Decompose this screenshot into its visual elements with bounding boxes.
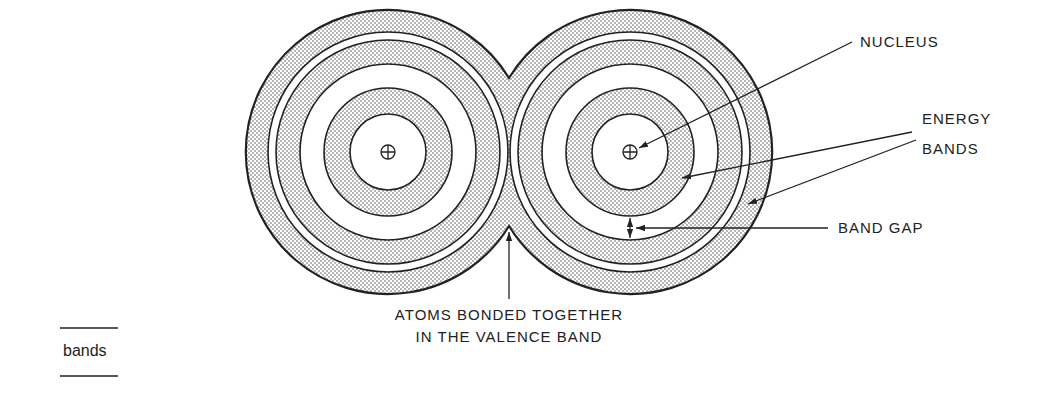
rule-line xyxy=(60,328,118,376)
gap-ring xyxy=(268,32,508,272)
inner-core xyxy=(592,114,668,190)
callout-label: ENERGY BANDS xyxy=(922,104,1012,164)
callout-label: ATOMS BONDED TOGETHER IN THE VALENCE BAN… xyxy=(389,304,629,348)
gap-ring xyxy=(510,32,750,272)
callout-label: NUCLEUS xyxy=(860,31,939,53)
right-atom xyxy=(510,32,750,272)
gap-ring xyxy=(542,64,718,240)
nucleus-symbol xyxy=(623,145,637,159)
energy-band xyxy=(518,40,742,264)
leader-arrow xyxy=(639,42,852,148)
nucleus-plus xyxy=(381,145,395,159)
energy-band xyxy=(566,88,694,216)
nucleus-symbol xyxy=(381,145,395,159)
inner-core xyxy=(350,114,426,190)
leader-arrow xyxy=(636,227,828,228)
energy-band xyxy=(276,40,500,264)
leader-arrow xyxy=(508,232,509,299)
gap-ring xyxy=(300,64,476,240)
gap-dimension-arrow xyxy=(629,218,630,238)
callout-label: BAND GAP xyxy=(838,217,924,239)
leader-arrow xyxy=(748,140,916,204)
callout-label: bands xyxy=(63,340,107,362)
energy-band xyxy=(324,88,452,216)
nucleus-plus xyxy=(623,145,637,159)
left-atom xyxy=(268,32,508,272)
